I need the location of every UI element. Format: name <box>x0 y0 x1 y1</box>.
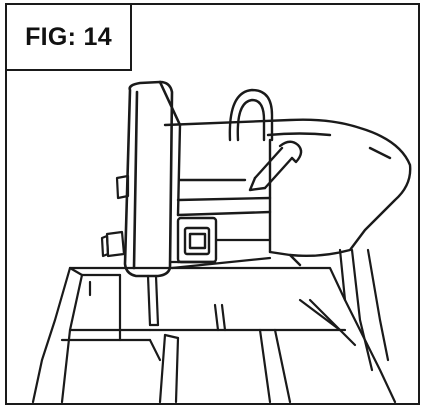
figure-label: FIG: 14 <box>25 22 112 51</box>
saw-table <box>31 266 397 404</box>
support-column <box>338 248 390 372</box>
blade <box>146 274 160 327</box>
knob-handle <box>248 140 303 192</box>
loop-handle <box>228 88 274 142</box>
motor-housing <box>163 118 412 267</box>
figure-label-box: FIG: 14 <box>5 3 132 71</box>
power-switch <box>176 216 218 264</box>
lower-body <box>168 238 272 270</box>
blade-guard <box>123 80 182 278</box>
guard-knob <box>100 174 130 258</box>
